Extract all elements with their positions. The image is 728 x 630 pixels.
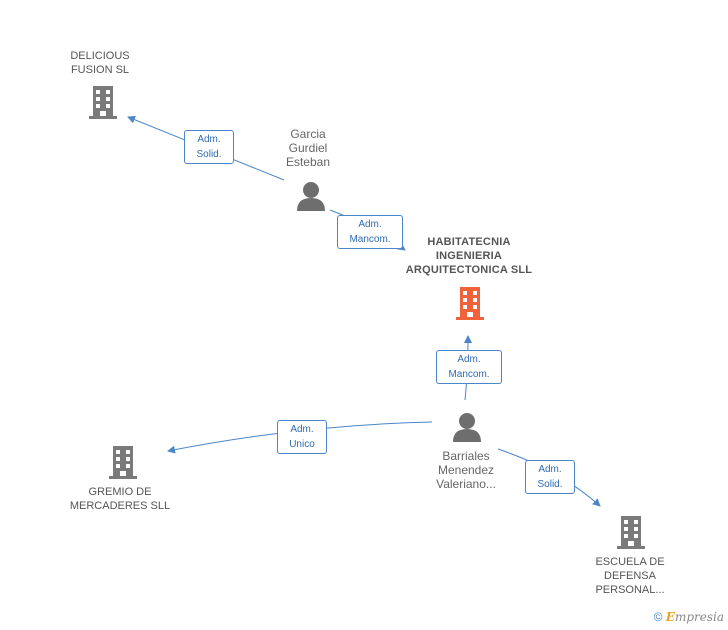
node-label-habitatecnia[interactable]: HABITATECNIA INGENIERIA ARQUITECTONICA S… xyxy=(405,236,533,276)
building-icon xyxy=(617,516,645,549)
building-icon xyxy=(89,86,117,119)
node-label-gremio[interactable]: GREMIO DE MERCADERES SLL xyxy=(69,486,171,512)
footer-brand: © Empresia xyxy=(654,610,724,624)
building-icon xyxy=(109,446,137,479)
building-icon-highlighted xyxy=(456,287,484,320)
person-icon xyxy=(297,182,325,211)
node-label-garcia[interactable]: Garcia Gurdiel Esteban xyxy=(285,127,331,169)
edge-label-barriales-gremio[interactable]: Adm. Unico xyxy=(277,420,327,454)
person-icon xyxy=(453,413,481,442)
node-label-barriales[interactable]: Barriales Menendez Valeriano... xyxy=(436,449,496,491)
edge-label-barriales-escuela[interactable]: Adm. Solid. xyxy=(525,460,575,494)
brand-logo-text: mpresia xyxy=(674,610,724,624)
node-label-escuela[interactable]: ESCUELA DE DEFENSA PERSONAL... xyxy=(595,556,665,596)
edge-label-garcia-delicious[interactable]: Adm. Solid. xyxy=(184,130,234,164)
node-label-delicious[interactable]: DELICIOUS FUSION SL xyxy=(70,50,130,76)
copyright-icon: © xyxy=(653,610,663,624)
edge-label-garcia-habitatecnia[interactable]: Adm. Mancom. xyxy=(337,215,403,249)
edge-label-barriales-habitatecnia[interactable]: Adm. Mancom. xyxy=(436,350,502,384)
brand-logo-initial: E xyxy=(665,610,675,624)
